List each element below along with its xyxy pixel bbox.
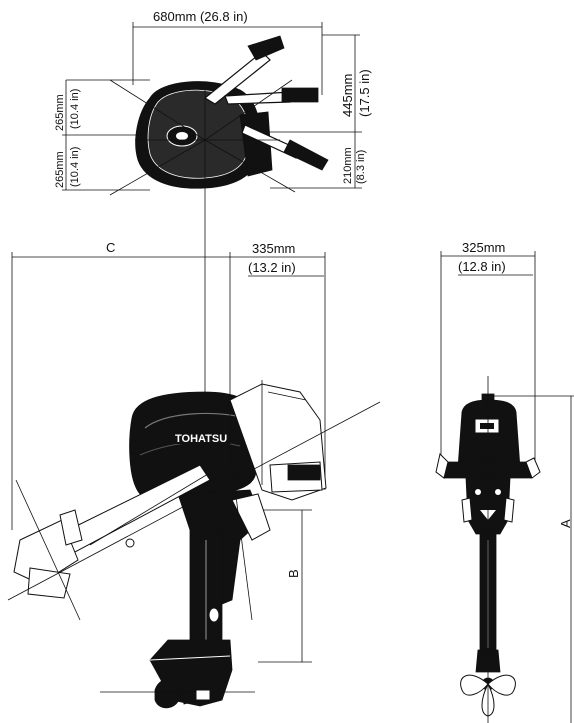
top-depth-lower-in-label: (10.4 in) bbox=[69, 147, 81, 187]
side-b-label: B bbox=[286, 569, 301, 578]
top-depth-right-label: 210mm bbox=[342, 147, 354, 184]
top-view: 680mm (26.8 in) 445mm (17.5 in) 210mm (8… bbox=[54, 9, 372, 610]
top-depth-total-in-label: (17.5 in) bbox=[357, 69, 372, 117]
top-width-label: 680mm (26.8 in) bbox=[153, 9, 248, 24]
rear-width-in-label: (12.8 in) bbox=[458, 259, 506, 274]
rear-view: 325mm (12.8 in) A bbox=[435, 240, 574, 723]
top-depth-right-in-label: (8.3 in) bbox=[355, 150, 367, 184]
rear-width-label: 325mm bbox=[462, 240, 505, 255]
side-width-label: 335mm bbox=[252, 241, 295, 256]
top-depth-upper-label: 265mm bbox=[54, 94, 66, 131]
top-depth-total-label: 445mm bbox=[340, 74, 355, 117]
side-c-label: C bbox=[106, 240, 115, 255]
side-view: C 335mm (13.2 in) B TOHATSU bbox=[7, 240, 381, 709]
side-width-in-label: (13.2 in) bbox=[248, 260, 296, 275]
top-depth-lower-label: 265mm bbox=[54, 151, 66, 188]
tohatsu-logo: TOHATSU bbox=[175, 433, 227, 445]
rear-a-label: A bbox=[558, 519, 573, 528]
top-depth-upper-in-label: (10.4 in) bbox=[69, 89, 81, 129]
